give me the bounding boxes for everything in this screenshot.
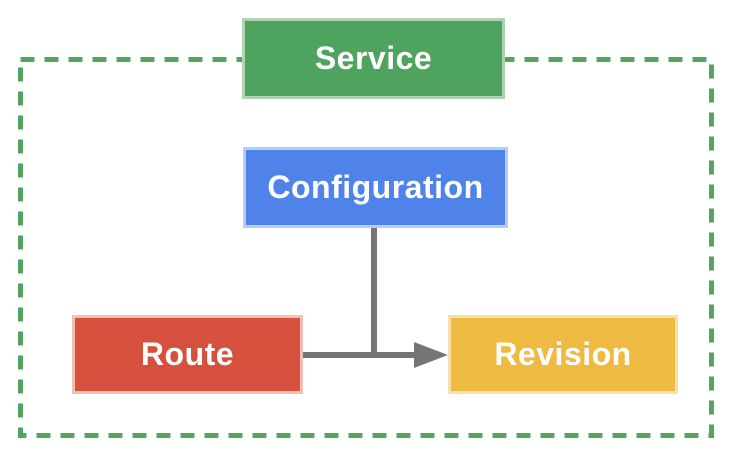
node-service: Service — [242, 18, 505, 99]
arrowhead-icon — [414, 342, 448, 368]
node-configuration-label: Configuration — [267, 169, 484, 205]
node-route-label: Route — [140, 336, 235, 372]
node-revision-label: Revision — [494, 336, 632, 372]
node-revision: Revision — [448, 315, 678, 394]
node-configuration: Configuration — [243, 147, 508, 228]
node-route: Route — [72, 315, 303, 394]
node-service-label: Service — [314, 40, 433, 76]
